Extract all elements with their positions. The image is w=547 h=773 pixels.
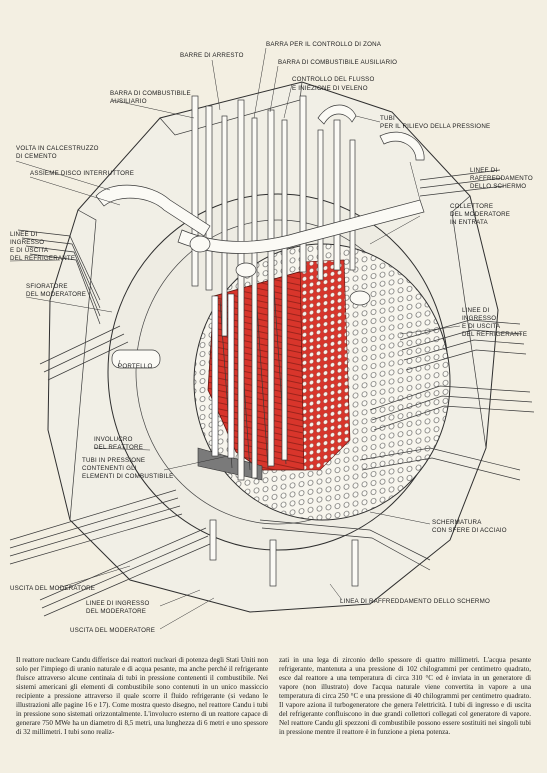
label-linee-ingresso-right-3: E DI USCITA xyxy=(462,323,501,330)
label-linee-ingresso-right-4: DEL REFRIGERANTE xyxy=(462,331,527,338)
label-linee-ingresso-moderatore-1: LINEE DI INGRESSO xyxy=(86,600,150,607)
label-linee-ingresso-moderatore-2: DEL MODERATORE xyxy=(86,608,146,615)
label-tubi: TUBI xyxy=(380,115,395,122)
label-tubi-pressione-3: ELEMENTI DI COMBUSTIBILE xyxy=(82,473,173,480)
label-linee-ingresso-right-1: LINEE DI xyxy=(462,307,489,314)
label-barra-combustibile-left-1: BARRA DI COMBUSTIBILE xyxy=(110,90,191,97)
label-barra-combustibile-left-2: AUSILIARIO xyxy=(110,98,147,105)
candu-reactor-diagram: BARRE DI ARRESTO BARRA PER IL CONTROLLO … xyxy=(9,41,535,634)
label-linee-raffreddamento-2: RAFFREDDAMENTO xyxy=(470,175,533,182)
diagram-labels: BARRE DI ARRESTO BARRA PER IL CONTROLLO … xyxy=(10,41,533,634)
pressure-relief-tubes xyxy=(95,104,425,306)
bottom-moderator-lines xyxy=(9,489,431,617)
label-involucro-1: INVOLUCRO xyxy=(94,436,133,443)
label-linea-raffreddamento-schermo: LINEA DI RAFFREDDAMENTO DELLO SCHERMO xyxy=(340,598,490,605)
label-schermatura-2: CON SFERE DI ACCIAIO xyxy=(432,527,507,534)
label-linee-ingresso-left-3: E DI USCITA xyxy=(10,247,49,254)
label-collettore-1: COLLETTORE xyxy=(450,203,493,210)
label-uscita-moderatore-bottom: USCITA DEL MODERATORE xyxy=(70,627,155,634)
label-collettore-3: IN ENTRATA xyxy=(450,219,489,226)
label-involucro-2: DEL REATTORE xyxy=(94,444,143,451)
right-coolant-feeders xyxy=(359,169,535,481)
label-linee-raffreddamento-1: LINEE DI xyxy=(470,167,497,174)
left-coolant-feeders xyxy=(17,229,161,381)
label-rilievo-pressione: PER IL RILIEVO DELLA PRESSIONE xyxy=(380,123,490,130)
label-sfioratore-2: DEL MODERATORE xyxy=(26,291,86,298)
label-schermatura-1: SCHERMATURA xyxy=(432,519,482,526)
label-volta-2: DI CEMENTO xyxy=(16,153,57,160)
label-barre-arresto: BARRE DI ARRESTO xyxy=(180,52,244,59)
label-assieme-disco: ASSIEME DISCO INTERRUTTORE xyxy=(30,170,134,177)
label-volta-1: VOLTA IN CALCESTRUZZO xyxy=(16,145,99,152)
label-barra-combustibile-ausiliario: BARRA DI COMBUSTIBILE AUSILIARIO xyxy=(278,59,397,66)
caption-column-2: zati in una lega di zirconio dello spess… xyxy=(279,656,531,737)
label-linee-ingresso-left-2: INGRESSO xyxy=(10,239,44,246)
caption-column-1: Il reattore nucleare Candu differisce da… xyxy=(16,656,268,737)
label-linee-raffreddamento-3: DELLO SCHERMO xyxy=(470,183,526,190)
label-iniezione-veleno: E INIEZIONE DI VELENO xyxy=(292,85,368,92)
vertical-control-rods xyxy=(191,95,356,481)
label-uscita-moderatore-left: USCITA DEL MODERATORE xyxy=(10,585,95,592)
label-tubi-pressione-1: TUBI IN PRESSIONE xyxy=(82,457,145,464)
label-linee-ingresso-left-1: LINEE DI xyxy=(10,231,37,238)
leader-lines xyxy=(9,47,461,630)
label-collettore-2: DEL MODERATORE xyxy=(450,211,510,218)
label-barra-controllo-zona: BARRA PER IL CONTROLLO DI ZONA xyxy=(266,41,382,48)
label-tubi-pressione-2: CONTENENTI GLI xyxy=(82,465,137,472)
label-linee-ingresso-right-2: INGRESSO xyxy=(462,315,496,322)
label-sfioratore-1: SFIORATORE xyxy=(26,283,68,290)
label-controllo-flusso: CONTROLLO DEL FLUSSO xyxy=(292,76,375,83)
label-portello: PORTELLO xyxy=(118,363,153,370)
label-linee-ingresso-left-4: DEL REFRIGERANTE xyxy=(10,255,75,262)
